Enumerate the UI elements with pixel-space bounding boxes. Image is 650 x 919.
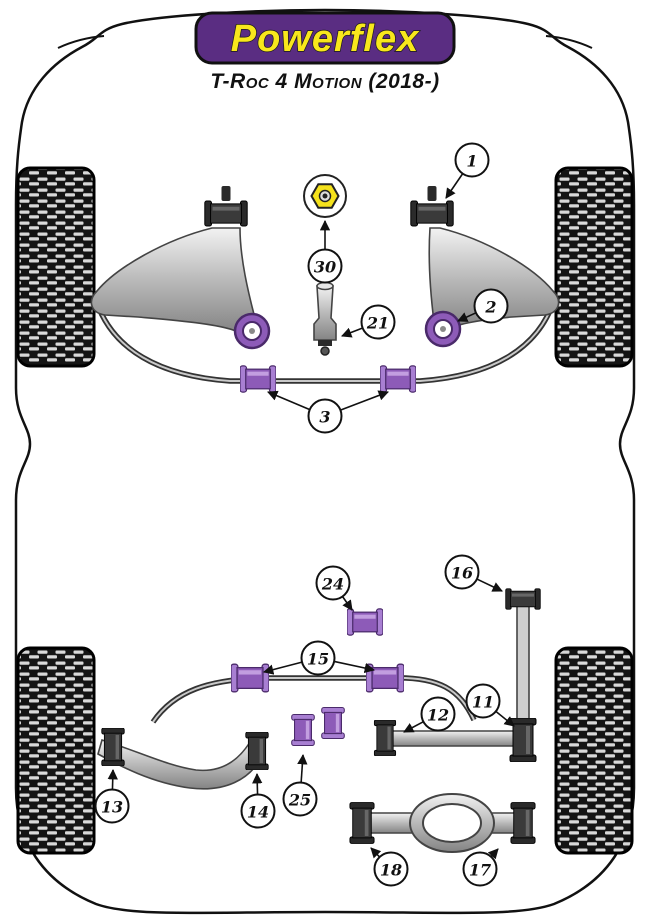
callout-arrow xyxy=(252,772,263,795)
top-mount-part xyxy=(303,174,347,218)
callout-circle xyxy=(420,696,456,732)
tire-front-right xyxy=(554,166,634,368)
callout-arrow xyxy=(476,578,503,592)
callout-number: 1 xyxy=(466,152,477,171)
callout-circle xyxy=(94,788,130,824)
logo-background xyxy=(194,11,456,65)
callout-14: 14 xyxy=(240,772,276,829)
callout-number: 21 xyxy=(366,314,389,333)
callout-circle xyxy=(307,398,343,434)
callout-arrow xyxy=(403,721,424,733)
tire-rear-left xyxy=(16,646,96,855)
callout-number: 16 xyxy=(451,564,473,583)
callout-circle xyxy=(240,793,276,829)
callout-15: 15 xyxy=(262,640,376,676)
tire-front-left xyxy=(16,166,96,368)
page-title: T-Roc 4 Motion (2018-) xyxy=(210,70,439,93)
rear-lower-arm xyxy=(349,793,536,853)
callout-circle xyxy=(300,640,336,676)
front-right-arm-front-bush xyxy=(410,200,454,227)
callout-number: 13 xyxy=(101,798,123,817)
front-suspension xyxy=(90,174,560,393)
rear-suspension xyxy=(97,588,541,853)
callout-number: 30 xyxy=(314,258,336,277)
callout-arrow xyxy=(445,173,464,199)
rear-toe-arm xyxy=(373,718,537,762)
callout-arrow xyxy=(107,768,118,790)
callout-16: 16 xyxy=(444,554,503,592)
callout-circle xyxy=(315,565,351,601)
callout-number: 11 xyxy=(472,693,494,712)
callout-21: 21 xyxy=(341,304,396,340)
callout-circle xyxy=(454,142,490,178)
body-detail-right xyxy=(545,35,593,49)
callout-arrow xyxy=(341,327,363,338)
rear-bush-24 xyxy=(347,608,383,636)
callout-17: 17 xyxy=(462,848,499,887)
front-arb-bush-left xyxy=(240,365,276,393)
callout-arrow xyxy=(495,710,515,727)
callout-1: 1 xyxy=(445,142,490,199)
powerflex-logo: Powerflex xyxy=(194,11,456,65)
front-arb-bush-right xyxy=(380,365,416,393)
callout-number: 15 xyxy=(307,650,329,669)
callout-arrow xyxy=(340,390,389,411)
front-left-arm-front-bush xyxy=(204,200,248,227)
front-right-control-arm xyxy=(428,227,560,331)
callout-circle xyxy=(462,851,498,887)
front-right-bush-pin xyxy=(427,186,437,201)
rear-arb-bush-left xyxy=(231,663,269,693)
front-right-arm-rear-bush xyxy=(424,310,462,348)
callout-circle xyxy=(444,554,480,590)
callout-number: 17 xyxy=(469,861,491,880)
callout-number: 25 xyxy=(288,791,311,810)
callout-3: 3 xyxy=(267,390,389,434)
body-detail-left xyxy=(57,35,105,49)
front-left-control-arm xyxy=(90,227,257,334)
callout-number: 2 xyxy=(484,298,496,317)
front-antiroll-bar-highlight xyxy=(95,299,555,382)
callout-12: 12 xyxy=(403,696,456,733)
callout-arrow xyxy=(457,312,477,322)
car-body-outline xyxy=(14,8,636,915)
callout-24: 24 xyxy=(315,565,353,611)
tire-rear-right xyxy=(554,646,634,855)
rear-arb-bush-right xyxy=(366,663,404,693)
callout-arrow xyxy=(297,753,308,783)
callout-arrow xyxy=(333,660,376,674)
callout-circle xyxy=(360,304,396,340)
rear-bush-25-right xyxy=(321,706,345,740)
callout-30: 30 xyxy=(307,219,343,284)
callout-number: 14 xyxy=(247,803,269,822)
callout-circle xyxy=(473,288,509,324)
callout-circle xyxy=(373,851,409,887)
callout-arrow xyxy=(341,596,353,611)
callout-arrow xyxy=(262,661,303,675)
callout-11: 11 xyxy=(465,683,515,727)
rear-bush-25-left xyxy=(291,713,315,747)
logo-text: Powerflex xyxy=(231,18,420,60)
callout-18: 18 xyxy=(370,847,409,887)
callout-25: 25 xyxy=(282,753,318,817)
callout-number: 18 xyxy=(380,861,402,880)
steering-coupling-part xyxy=(313,281,337,356)
callout-13: 13 xyxy=(94,768,130,824)
callout-arrow xyxy=(487,848,499,860)
callout-circle xyxy=(282,781,318,817)
rear-trailing-arm xyxy=(97,728,269,790)
callout-number: 3 xyxy=(319,408,330,427)
callout-arrow xyxy=(370,847,382,859)
front-left-bush-pin xyxy=(221,186,231,201)
callout-2: 2 xyxy=(457,288,509,324)
callout-circle xyxy=(307,248,343,284)
callout-arrow xyxy=(267,390,311,411)
callout-number: 24 xyxy=(321,575,344,594)
callout-circle xyxy=(465,683,501,719)
callout-number: 12 xyxy=(427,706,449,725)
front-left-arm-rear-bush xyxy=(233,312,271,350)
